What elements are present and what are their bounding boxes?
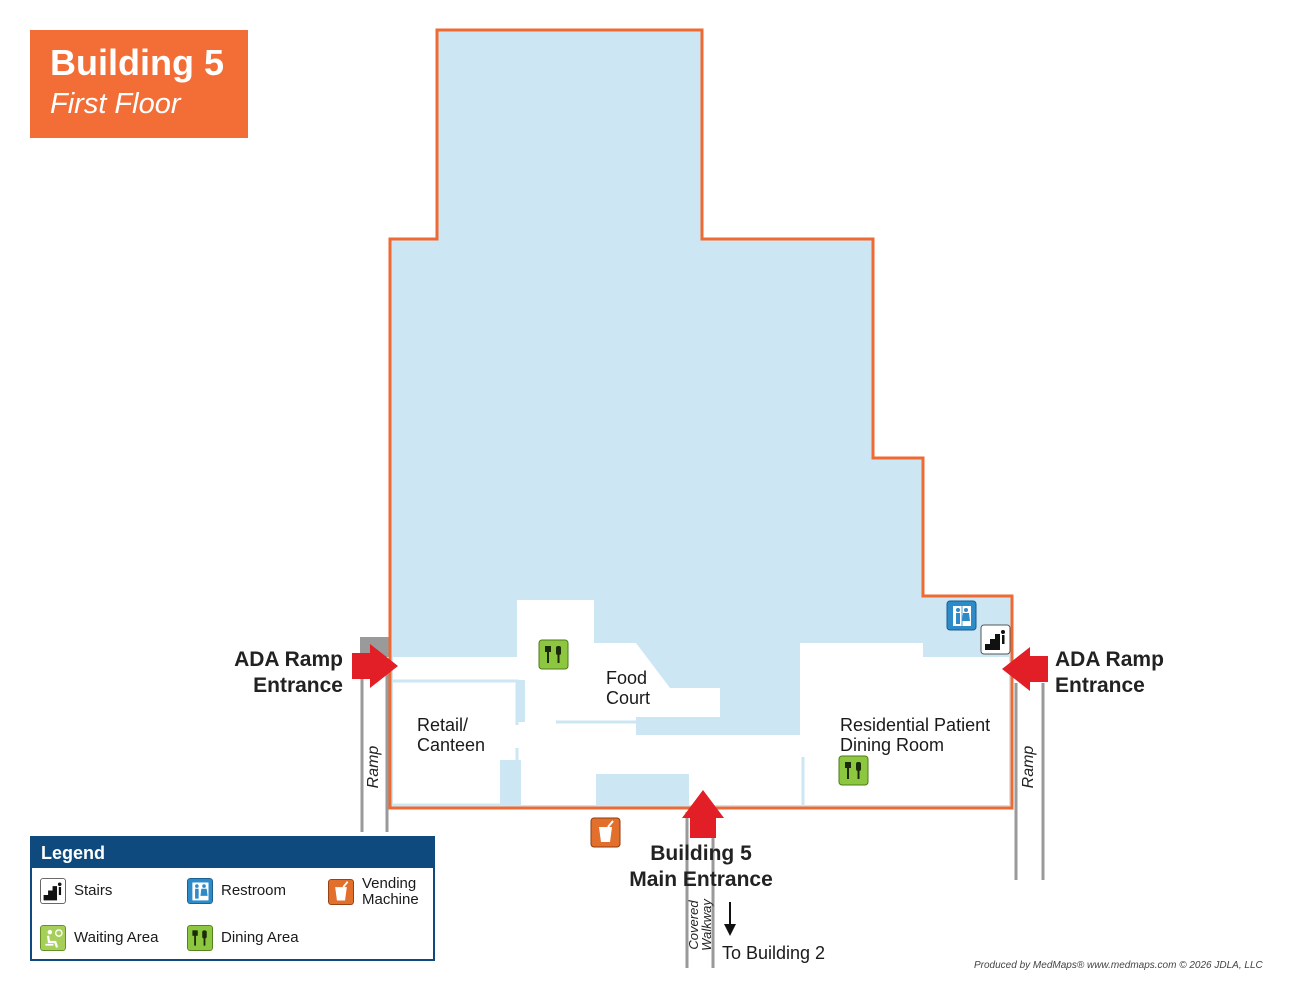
food-court-label: Food Court	[606, 668, 651, 708]
restroom-icon	[946, 600, 977, 631]
legend-item-restroom: Restroom	[187, 878, 286, 904]
legend-label-vending: Vending Machine	[362, 875, 419, 908]
stairs-icon	[980, 624, 1011, 655]
ramp-landing	[360, 637, 390, 657]
dining-icon	[838, 755, 869, 786]
ramp-label-right: Ramp	[1020, 745, 1037, 789]
vending-icon	[328, 879, 354, 905]
entrance-arrow-right	[1002, 647, 1048, 691]
legend-label-waiting: Waiting Area	[74, 929, 159, 946]
down-arrow-icon	[724, 902, 736, 936]
dining-icon	[538, 639, 569, 670]
legend-label-dining: Dining Area	[221, 929, 299, 946]
to-building-2-label: To Building 2	[722, 943, 826, 963]
dining-icon	[187, 925, 213, 951]
entrance-arrow-main	[682, 790, 724, 838]
legend: Legend Stairs Restroom Vending Machine	[30, 836, 435, 961]
title-box: Building 5 First Floor	[30, 30, 248, 138]
credit-text: Produced by MedMaps® www.medmaps.com © 2…	[974, 960, 1263, 971]
entrance-arrow-left	[352, 644, 398, 688]
legend-label-restroom: Restroom	[221, 882, 287, 899]
waiting-area-icon	[40, 925, 66, 951]
covered-walkway-label: Covered Walkway	[686, 899, 714, 951]
restroom-icon	[187, 878, 213, 904]
right-entrance-label: ADA Ramp Entrance	[1055, 648, 1164, 697]
floor-title: First Floor	[50, 88, 181, 120]
dining-room-label: Residential Patient Dining Room	[840, 715, 991, 755]
legend-item-vending: Vending Machine	[328, 876, 419, 908]
legend-item-stairs: Stairs	[40, 878, 112, 904]
legend-title: Legend	[32, 838, 433, 868]
left-entrance-label: ADA Ramp Entrance	[234, 648, 343, 697]
main-entrance-label: Building 5 Main Entrance	[629, 842, 773, 891]
legend-item-waiting: Waiting Area	[40, 925, 159, 951]
vending-icon	[590, 817, 621, 848]
legend-label-stairs: Stairs	[74, 882, 113, 899]
retail-canteen-label: Retail/ Canteen	[417, 715, 486, 755]
building-title: Building 5	[50, 42, 224, 83]
ramp-label-left: Ramp	[365, 745, 382, 789]
room-walls	[393, 679, 805, 807]
legend-item-dining: Dining Area	[187, 925, 299, 951]
stairs-icon	[40, 878, 66, 904]
